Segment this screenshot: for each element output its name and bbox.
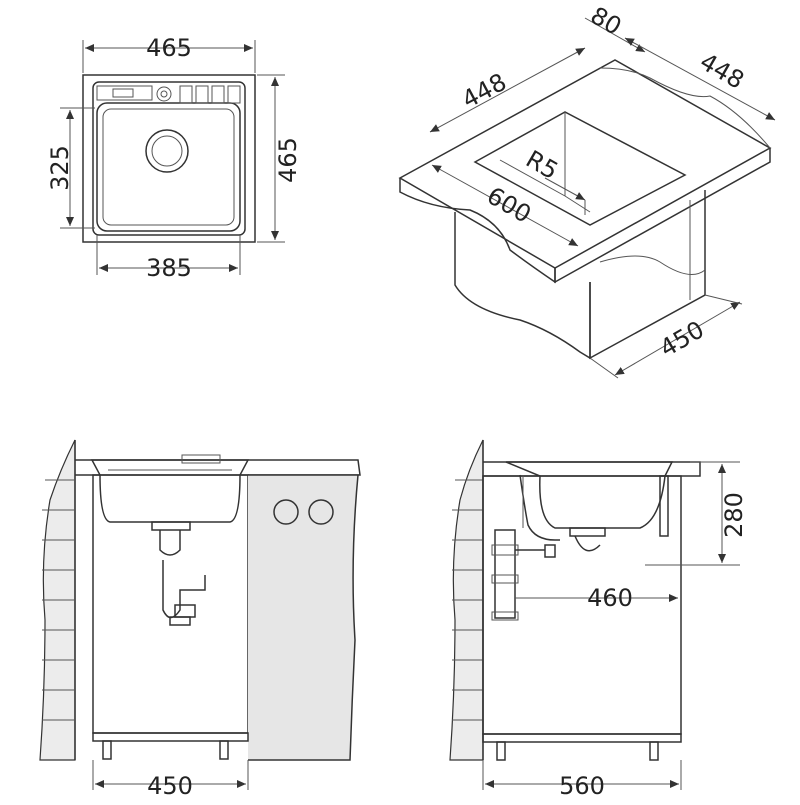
dim-cabinet-depth: 450 <box>655 315 709 362</box>
side-drain <box>569 527 606 537</box>
front-view: 450 <box>39 439 361 800</box>
dim-top: 80 <box>586 1 626 41</box>
sink-bowl <box>90 459 250 523</box>
worktop-back-break <box>599 67 771 149</box>
top-view: 465 325 465 385 <box>46 34 302 282</box>
side-leg-right <box>649 741 659 761</box>
pipe-hole-2 <box>308 499 334 525</box>
dim-bowl-width: 385 <box>146 254 192 282</box>
drain-flange <box>151 521 191 531</box>
dim-side-height: 280 <box>720 492 748 538</box>
pipe-hole-1 <box>273 499 299 525</box>
tap-hole <box>156 86 172 102</box>
drain-outer <box>145 129 189 173</box>
leg-left <box>102 740 112 760</box>
dim-side-depth: 460 <box>587 584 633 612</box>
side-trap-pipe <box>494 529 516 619</box>
tap-hole-center <box>160 90 168 98</box>
accessory-slot-3 <box>211 85 225 104</box>
side-cabinet <box>482 475 682 735</box>
dim-depth-left: 448 <box>457 68 511 114</box>
dim-top-width: 465 <box>146 34 192 62</box>
side-worktop <box>483 461 701 477</box>
side-leg-left <box>496 741 506 761</box>
dim-bowl-height: 325 <box>46 145 74 191</box>
sink-outline <box>82 74 256 243</box>
dim-line-depth-back <box>624 37 776 121</box>
dim-depth-back: 448 <box>695 47 749 94</box>
accessory-slot-4 <box>227 85 241 104</box>
dim-radius: R5 <box>521 145 563 185</box>
siphon-pipe <box>162 560 206 619</box>
dim-line-cabinet-depth <box>614 301 741 376</box>
dim-total-height: 465 <box>274 137 302 183</box>
dim-front-width: 450 <box>147 772 193 800</box>
side-view: 280 460 560 <box>449 439 748 800</box>
sink-rim <box>92 81 246 236</box>
accessory-slot-2 <box>195 85 209 104</box>
worktop <box>75 459 361 476</box>
cabinet-adjacent <box>248 474 359 761</box>
dim-line-length <box>431 164 579 247</box>
drain-inner <box>151 135 183 167</box>
cabinet-break <box>599 255 706 275</box>
siphon-trap <box>169 616 191 626</box>
accessory-slot-1 <box>179 85 193 104</box>
leg-right <box>219 740 229 760</box>
cabinet-body <box>92 474 249 734</box>
bowl-outline <box>96 102 241 232</box>
side-sink-bowl <box>505 461 674 529</box>
dim-side-width: 560 <box>559 772 605 800</box>
iso-view: 448 80 448 R5 600 450 <box>398 1 776 379</box>
bowl-inner <box>102 108 235 226</box>
cabinet-front <box>454 212 591 360</box>
overflow-slot <box>112 88 134 98</box>
accessory-strip <box>181 454 221 464</box>
worktop-side-edge <box>554 148 771 284</box>
overflow-panel <box>96 85 153 101</box>
dim-line-depth-left <box>429 47 586 133</box>
